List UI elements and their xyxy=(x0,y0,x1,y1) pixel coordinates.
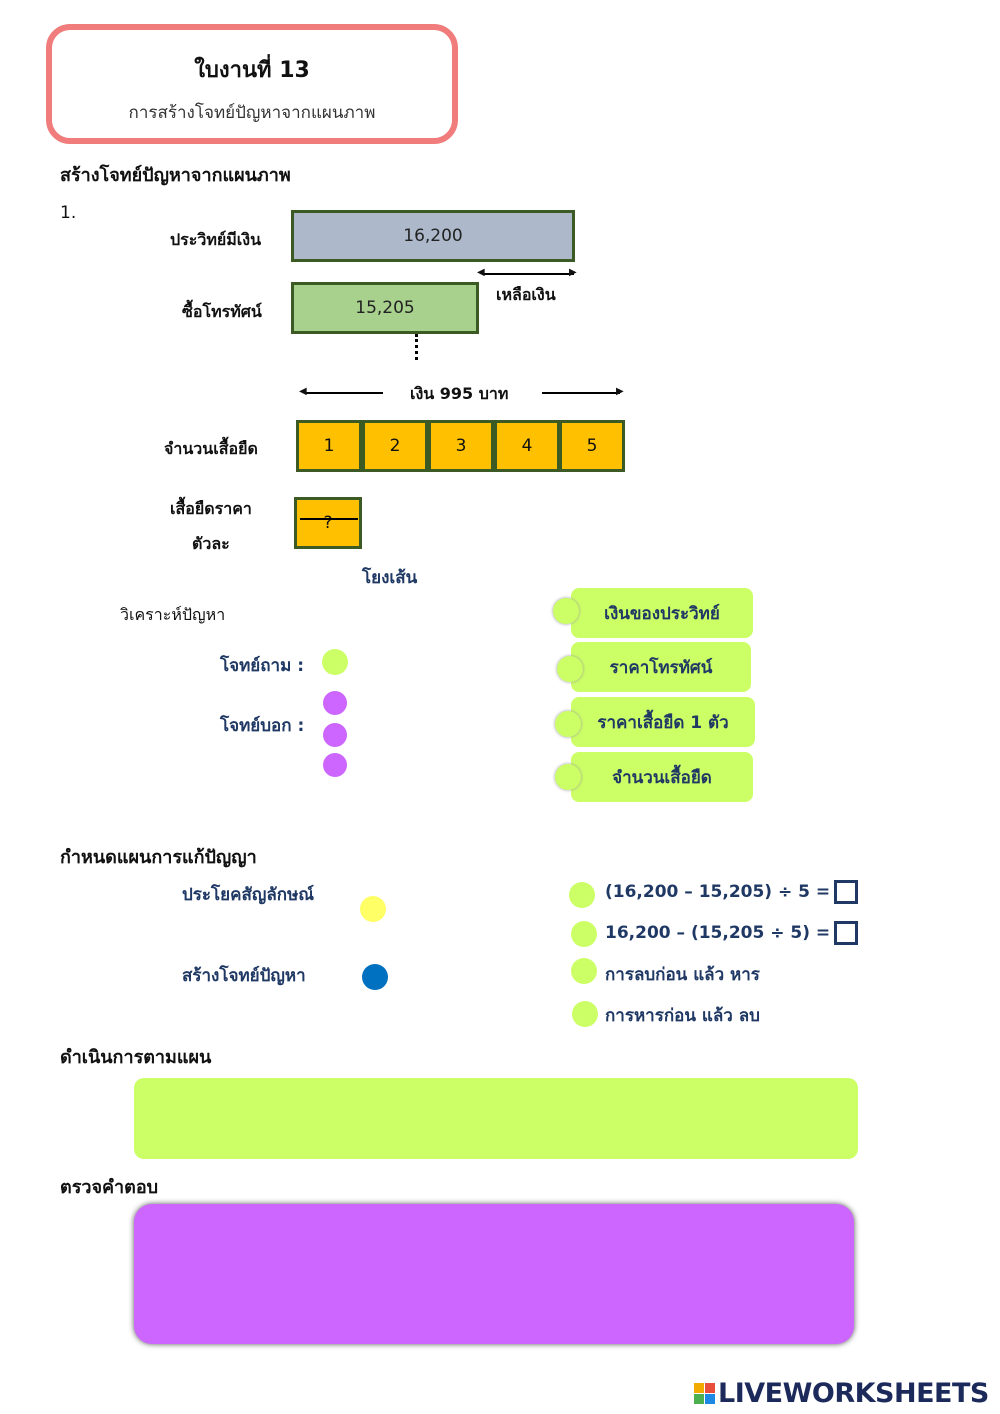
given-label: โจทย์บอก : xyxy=(220,716,305,736)
shirt-cell: 1 xyxy=(296,420,362,472)
answer-box-icon xyxy=(834,921,859,945)
money-span-label: เงิน 995 บาท xyxy=(410,384,509,403)
option-2: 16,200 – (15,205 ÷ 5) = xyxy=(605,921,859,945)
plan-heading: กำหนดแผนการแก้ปัญญา xyxy=(60,847,257,868)
worksheet-subtitle: การสร้างโจทย์ปัญหาจากแผนภาพ xyxy=(128,103,376,123)
option-1: (16,200 – 15,205) ÷ 5 = xyxy=(605,880,859,904)
execute-heading: ดำเนินการตามแผน xyxy=(60,1047,212,1068)
option-dot[interactable] xyxy=(569,882,595,908)
option-dot[interactable] xyxy=(571,921,597,947)
title-box: ใบงานที่ 13 การสร้างโจทย์ปัญหาจากแผนภาพ xyxy=(46,24,458,144)
execute-answer-area[interactable] xyxy=(134,1078,858,1159)
ask-label: โจทย์ถาม : xyxy=(220,656,305,676)
label-price-1: เสื้อยืดราคา xyxy=(170,499,252,518)
given-dot[interactable] xyxy=(323,691,347,715)
match-card[interactable]: ราคาเสื้อยืด 1 ตัว xyxy=(571,697,755,747)
answer-box-icon xyxy=(834,880,859,904)
match-dot[interactable] xyxy=(553,598,579,624)
unknown-arrow xyxy=(300,518,358,520)
arrow-left-icon: ◀ xyxy=(477,267,485,278)
label-money: ประวิทย์มีเงิน xyxy=(170,230,262,249)
symbolic-label: ประโยคสัญลักษณ์ xyxy=(182,885,315,905)
match-card[interactable]: ราคาโทรทัศน์ xyxy=(571,642,751,692)
match-card[interactable]: จำนวนเสื้อยืด xyxy=(571,752,753,802)
span-arrow-right xyxy=(542,392,620,394)
arrow-left-icon: ◀ xyxy=(299,386,307,397)
option-4: การหารก่อน แล้ว ลบ xyxy=(605,1006,760,1026)
given-dot[interactable] xyxy=(323,723,347,747)
option-text: (16,200 – 15,205) ÷ 5 = xyxy=(605,882,831,902)
remaining-label: เหลือเงิน xyxy=(496,285,556,304)
shirt-cell: 4 xyxy=(494,420,560,472)
option-text: 16,200 – (15,205 ÷ 5) = xyxy=(605,923,831,943)
match-dot[interactable] xyxy=(555,711,581,737)
worksheet-title: ใบงานที่ 13 xyxy=(194,58,310,83)
shirt-cell: 3 xyxy=(428,420,494,472)
match-card[interactable]: เงินของประวิทย์ xyxy=(571,588,753,638)
liveworksheets-logo: LIVEWORKSHEETS xyxy=(694,1378,989,1409)
create-label: สร้างโจทย์ปัญหา xyxy=(182,966,306,986)
label-tv: ซื้อโทรทัศน์ xyxy=(182,302,262,321)
label-shirts: จำนวนเสื้อยืด xyxy=(164,439,258,458)
create-dot[interactable] xyxy=(362,964,388,990)
logo-text: LIVEWORKSHEETS xyxy=(718,1378,989,1409)
span-arrow-left xyxy=(305,392,383,394)
symbolic-dot[interactable] xyxy=(360,896,386,922)
arrow-right-icon: ▶ xyxy=(616,386,624,397)
label-price-2: ตัวละ xyxy=(192,534,230,553)
given-dot[interactable] xyxy=(323,753,347,777)
check-heading: ตรวจคำตอบ xyxy=(60,1177,159,1198)
dotted-line xyxy=(415,334,418,360)
analyze-label: วิเคราะห์ปัญหา xyxy=(120,605,226,624)
question-number: 1. xyxy=(60,203,77,223)
remaining-arrow xyxy=(482,273,574,275)
match-dot[interactable] xyxy=(555,764,581,790)
option-3: การลบก่อน แล้ว หาร xyxy=(605,965,760,985)
bar-money: 16,200 xyxy=(291,210,575,262)
logo-icon xyxy=(694,1383,715,1404)
arrow-right-icon: ▶ xyxy=(569,267,577,278)
shirt-cell: 2 xyxy=(362,420,428,472)
unknown-cell: ? xyxy=(294,497,362,549)
option-dot[interactable] xyxy=(571,958,597,984)
section-heading: สร้างโจทย์ปัญหาจากแผนภาพ xyxy=(60,165,291,186)
shirt-cell: 5 xyxy=(559,420,625,472)
option-dot[interactable] xyxy=(572,1001,598,1027)
match-title: โยงเส้น xyxy=(362,568,418,588)
check-answer-area[interactable] xyxy=(134,1204,854,1344)
match-dot[interactable] xyxy=(557,656,583,682)
bar-tv: 15,205 xyxy=(291,282,479,334)
ask-dot[interactable] xyxy=(322,649,348,675)
